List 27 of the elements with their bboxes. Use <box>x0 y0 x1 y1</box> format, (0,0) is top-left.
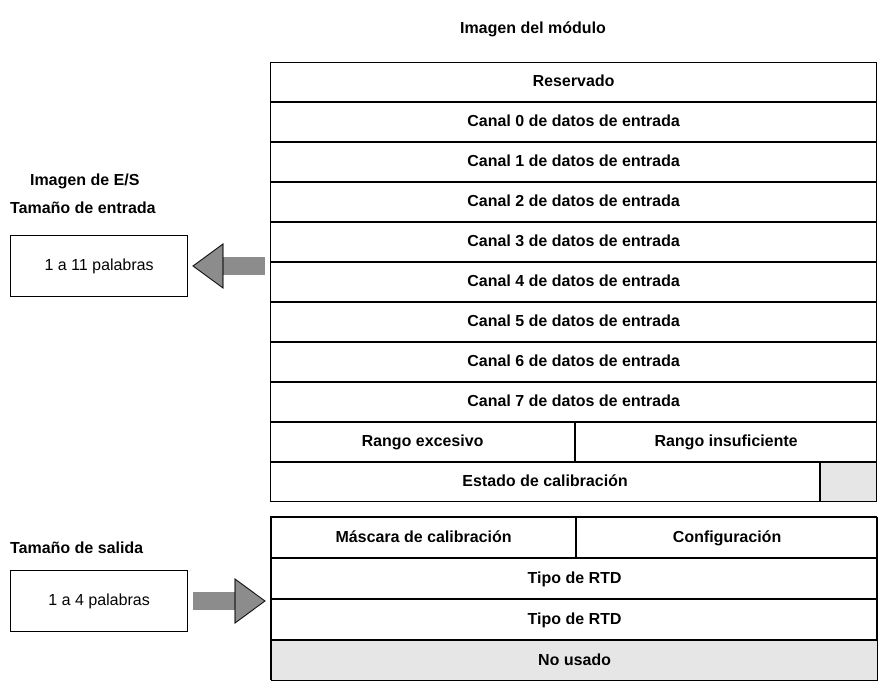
register-field: Configuración <box>576 517 878 558</box>
register-field: Canal 0 de datos de entrada <box>270 102 877 142</box>
size-box: 1 a 11 palabras <box>10 235 188 297</box>
register-field: Rango excesivo <box>270 422 575 462</box>
register-field: Canal 2 de datos de entrada <box>270 182 877 222</box>
register-field: Reservado <box>270 62 877 102</box>
register-field: Tipo de RTD <box>271 599 878 640</box>
block-arrow <box>193 578 266 624</box>
size-box: 1 a 4 palabras <box>10 570 188 632</box>
register-field: Canal 7 de datos de entrada <box>270 382 877 422</box>
register-field: Rango insuficiente <box>575 422 877 462</box>
block-arrow <box>192 244 265 288</box>
register-field: Canal 6 de datos de entrada <box>270 342 877 382</box>
register-field: Canal 3 de datos de entrada <box>270 222 877 262</box>
register-field: Estado de calibración <box>270 462 820 502</box>
size-heading: Tamaño de salida <box>10 540 144 558</box>
register-field: Máscara de calibración <box>271 517 576 558</box>
register-field: Canal 1 de datos de entrada <box>270 142 877 182</box>
register-field: No usado <box>271 640 878 681</box>
register-field: Canal 5 de datos de entrada <box>270 302 877 342</box>
register-field <box>820 462 877 502</box>
register-table <box>270 516 877 680</box>
table-heading: Imagen del módulo <box>460 20 606 38</box>
register-field: Tipo de RTD <box>271 558 878 599</box>
register-field: Canal 4 de datos de entrada <box>270 262 877 302</box>
section-heading: Imagen de E/S <box>30 172 140 190</box>
size-heading: Tamaño de entrada <box>10 200 156 218</box>
